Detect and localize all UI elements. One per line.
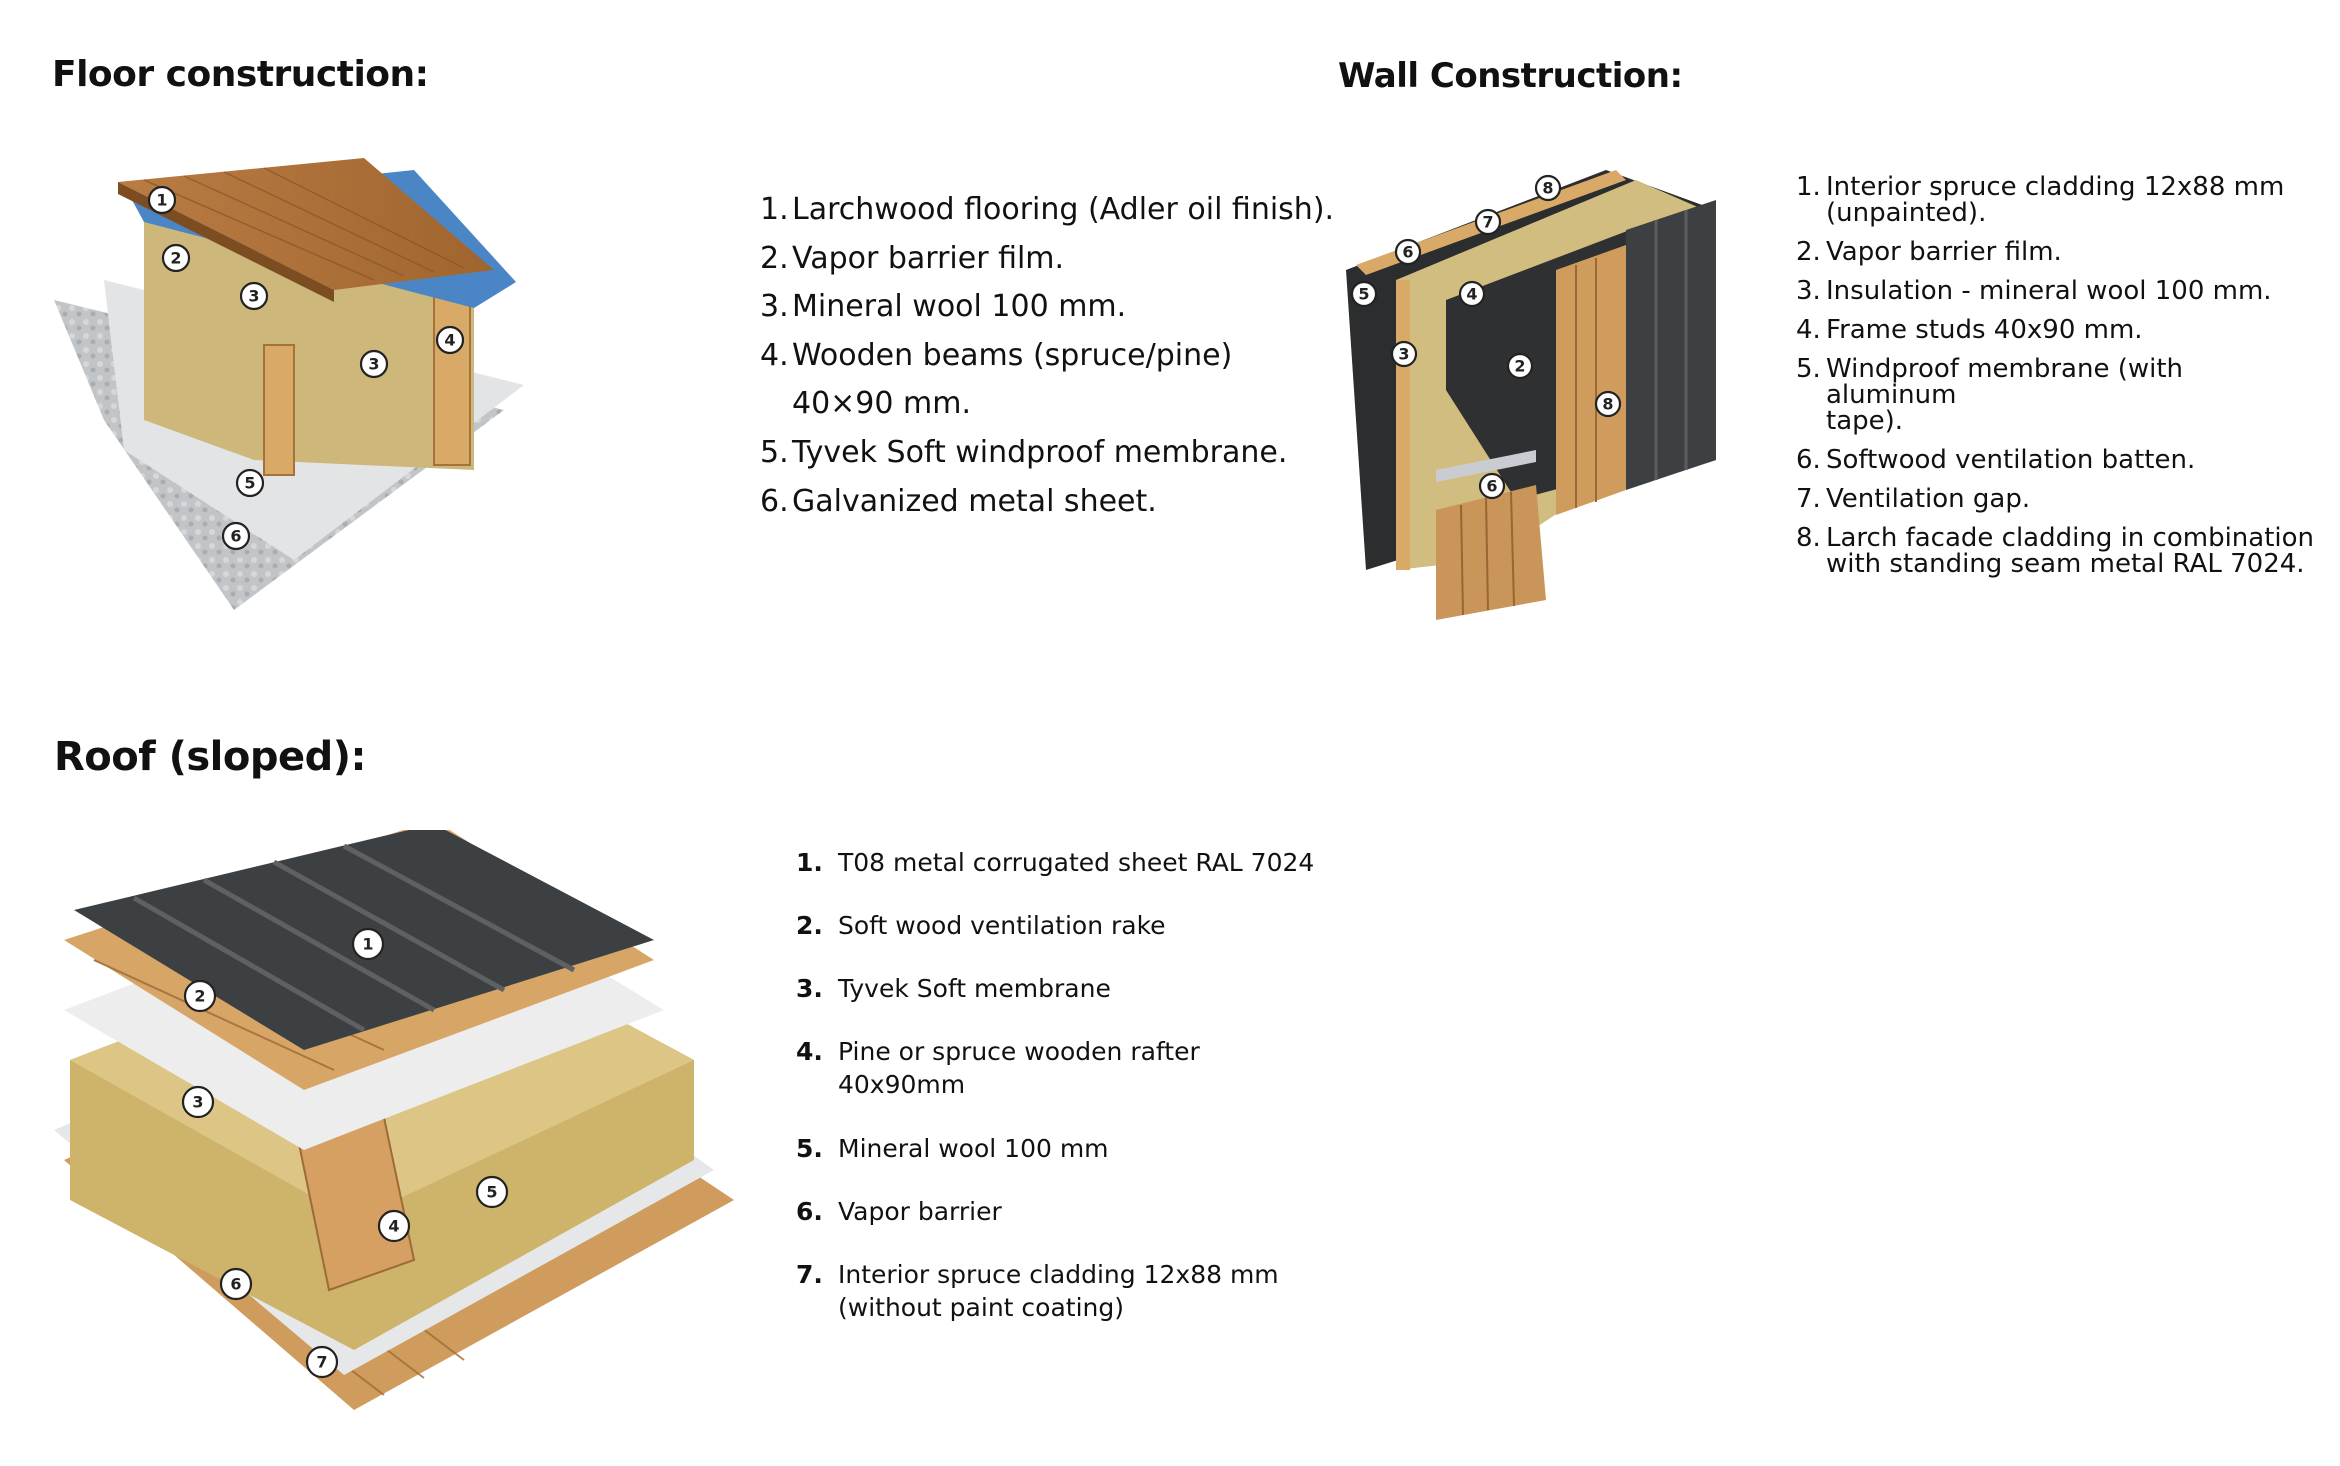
svg-text:3: 3 [368, 355, 379, 374]
roof-callout-3: 3 [181, 1085, 215, 1119]
floor-callout-1: 1 [147, 185, 177, 215]
wall-layer-item: 5.Windproof membrane (with aluminum tape… [1796, 354, 2184, 436]
roof-layer-item: 1.T08 metal corrugated sheet RAL 7024 [796, 848, 1315, 877]
svg-text:1: 1 [362, 935, 373, 954]
svg-text:7: 7 [1482, 213, 1493, 232]
svg-text:6: 6 [230, 1275, 241, 1294]
roof-layer-item: 5.Mineral wool 100 mm [796, 1134, 1109, 1163]
svg-text:2: 2 [1514, 357, 1525, 376]
standing-seam-metal-layer [1626, 200, 1716, 490]
floor-callout-6: 6 [221, 521, 251, 551]
floor-layer-item: 5.Tyvek Soft windproof membrane. [760, 434, 1288, 470]
svg-text:5: 5 [486, 1183, 497, 1202]
wall-callout-8a: 8 [1534, 174, 1562, 202]
wall-construction-diagram: 8 7 6 5 4 3 2 8 6 [1346, 170, 1716, 620]
svg-text:8: 8 [1602, 395, 1613, 414]
roof-callout-1: 1 [351, 927, 385, 961]
wall-callout-5: 5 [1350, 280, 1378, 308]
wooden-beam-right [433, 289, 471, 466]
roof-layer-item: 3.Tyvek Soft membrane [796, 974, 1111, 1003]
floor-callout-5: 5 [235, 468, 265, 498]
svg-text:4: 4 [444, 331, 455, 350]
interior-cladding-layer [1436, 485, 1546, 620]
floor-callout-4: 4 [435, 325, 465, 355]
roof-layer-item: 7.Interior spruce cladding 12x88 mm (wit… [796, 1260, 1279, 1322]
wall-callout-2: 2 [1506, 352, 1534, 380]
floor-callout-3b: 3 [359, 349, 389, 379]
roof-layer-list: 1.T08 metal corrugated sheet RAL 7024 2.… [796, 846, 1356, 1355]
floor-layer-item: 4.Wooden beams (spruce/pine) 40×90 mm. [760, 337, 1233, 422]
svg-text:2: 2 [170, 249, 181, 268]
svg-text:5: 5 [1358, 285, 1369, 304]
mineral-wool-front [144, 210, 474, 470]
roof-layer-item: 4.Pine or spruce wooden rafter 40x90mm [796, 1037, 1200, 1099]
wall-layer-item: 4.Frame studs 40x90 mm. [1796, 315, 2143, 345]
floor-layer-item: 3.Mineral wool 100 mm. [760, 289, 1127, 325]
larchwood-flooring-layer [118, 158, 494, 290]
svg-text:3: 3 [192, 1093, 203, 1112]
svg-text:8: 8 [1542, 179, 1553, 198]
svg-text:7: 7 [316, 1353, 327, 1372]
roof-layer-item: 6.Vapor barrier [796, 1197, 1002, 1226]
svg-text:4: 4 [1466, 285, 1477, 304]
wall-callout-6a: 6 [1394, 238, 1422, 266]
floor-callout-3a: 3 [239, 281, 269, 311]
roof-callout-4: 4 [377, 1209, 411, 1243]
wall-callout-8b: 8 [1594, 390, 1622, 418]
wall-callout-4: 4 [1458, 280, 1486, 308]
larch-facade-cladding-layer [1556, 245, 1626, 515]
floor-callout-2: 2 [161, 243, 191, 273]
floor-layer-item: 6.Galvanized metal sheet. [760, 483, 1157, 519]
roof-layer-item: 2.Soft wood ventilation rake [796, 911, 1166, 940]
wall-layer-list: 1.Interior spruce cladding 12x88 mm (unp… [1796, 174, 2316, 590]
svg-text:2: 2 [194, 987, 205, 1006]
floor-layer-list: 1.Larchwood flooring (Adler oil finish).… [760, 186, 1380, 526]
wall-layer-item: 1.Interior spruce cladding 12x88 mm (unp… [1796, 172, 2285, 228]
svg-text:5: 5 [244, 474, 255, 493]
roof-callout-5: 5 [475, 1175, 509, 1209]
roof-section-title: Roof (sloped): [54, 734, 367, 780]
wall-layer-item: 8.Larch facade cladding in combination w… [1796, 523, 2315, 579]
svg-text:1: 1 [156, 191, 167, 210]
svg-text:6: 6 [1402, 243, 1413, 262]
svg-text:4: 4 [388, 1217, 399, 1236]
roof-callout-6: 6 [219, 1267, 253, 1301]
floor-layer-item: 1.Larchwood flooring (Adler oil finish). [760, 192, 1335, 227]
floor-construction-diagram: 1 2 3 3 4 5 6 [54, 158, 524, 610]
wooden-beam-mid [263, 344, 295, 476]
svg-text:6: 6 [1486, 477, 1497, 496]
wall-callout-6b: 6 [1478, 472, 1506, 500]
wall-layer-item: 7.Ventilation gap. [1796, 484, 2031, 514]
wall-callout-7: 7 [1474, 208, 1502, 236]
wall-section-title: Wall Construction: [1338, 56, 1683, 96]
svg-text:3: 3 [1398, 345, 1409, 364]
wall-layer-item: 2.Vapor barrier film. [1796, 237, 2062, 267]
floor-section-title: Floor construction: [52, 54, 429, 95]
svg-text:6: 6 [230, 527, 241, 546]
frame-stud [1396, 280, 1410, 570]
wall-callout-3: 3 [1390, 340, 1418, 368]
wall-layer-item: 6.Softwood ventilation batten. [1796, 445, 2196, 475]
floor-layer-item: 2.Vapor barrier film. [760, 240, 1065, 276]
svg-text:3: 3 [248, 287, 259, 306]
roof-construction-diagram: 1 2 3 4 5 6 7 [54, 830, 734, 1410]
wall-layer-item: 3.Insulation - mineral wool 100 mm. [1796, 276, 2272, 306]
roof-callout-2: 2 [183, 979, 217, 1013]
roof-callout-7: 7 [305, 1345, 339, 1379]
